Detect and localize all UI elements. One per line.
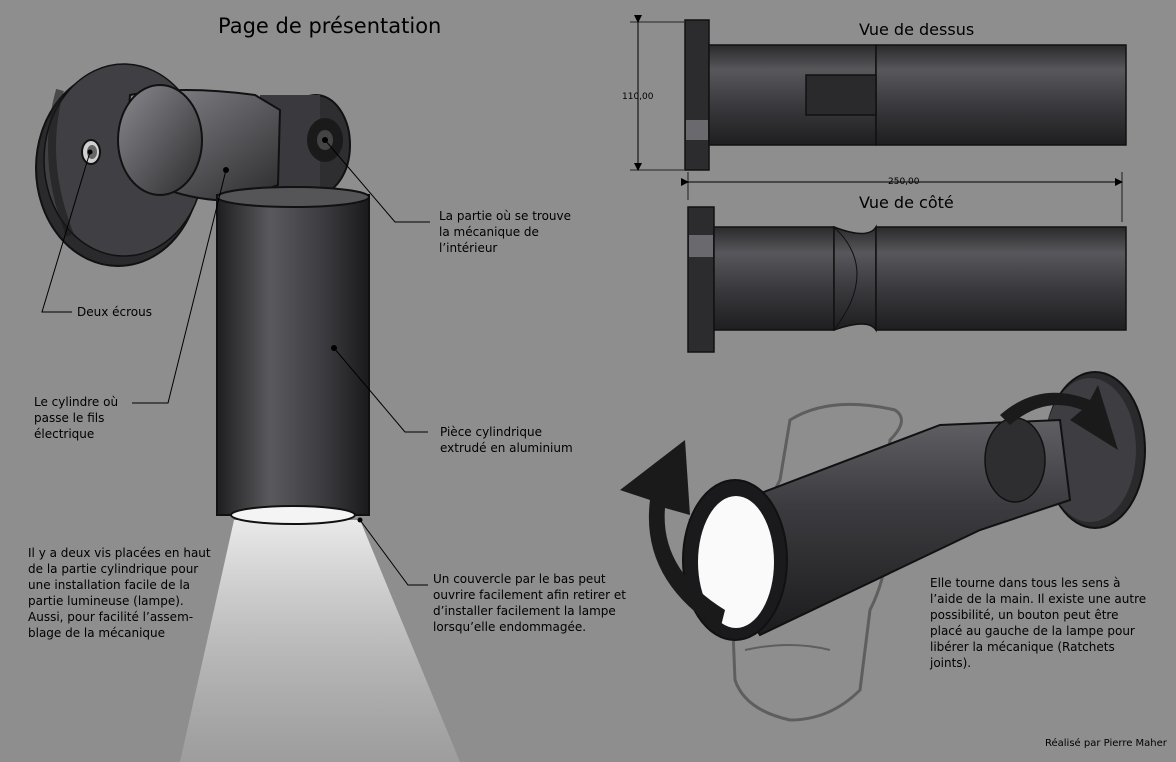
annotation-lines (41, 139, 430, 586)
annotation-mechanism: La partie où se trouve la mécanique de l… (439, 209, 572, 255)
top-view-title: Vue de dessus (859, 20, 975, 39)
side-view-drawing (687, 206, 1127, 353)
rotate-arrow-left-icon (620, 440, 725, 630)
leader-extruded (333, 347, 428, 433)
leader-mechanism (324, 139, 430, 223)
annotation-cover: Un couvercle par le bas peut ouvrire fac… (433, 572, 626, 634)
annotation-nuts: Deux écrous (77, 305, 152, 319)
rotation-drawing (620, 371, 1146, 722)
annotation-cylinder-wire: Le cylindre où passe le fils électrique (34, 395, 119, 441)
top-view-drawing (630, 15, 1127, 222)
extruded-cylinder (216, 194, 370, 516)
bottom-cover (230, 505, 356, 525)
light-beam (180, 520, 460, 762)
leader-cylinder (132, 169, 227, 404)
leader-cover (359, 519, 428, 586)
lamp-main-drawing (35, 63, 460, 762)
credit-text: Réalisé par Pierre Maher (1045, 738, 1167, 749)
rotate-arrow-right-icon (1000, 385, 1118, 450)
side-view-title: Vue de côté (859, 193, 954, 212)
annotation-screws: Il y a deux vis placées en haut de la pa… (28, 546, 211, 640)
height-dimension-label: 110,00 (622, 92, 654, 102)
annotation-rotation: Elle tourne dans tous les sens à l’aide … (930, 576, 1147, 670)
leader-nuts (41, 151, 91, 313)
page-title: Page de présentation (218, 14, 442, 38)
length-dimension-label: 250,00 (888, 177, 920, 187)
annotation-extruded: Pièce cylindrique extrudé en aluminium (440, 425, 573, 455)
